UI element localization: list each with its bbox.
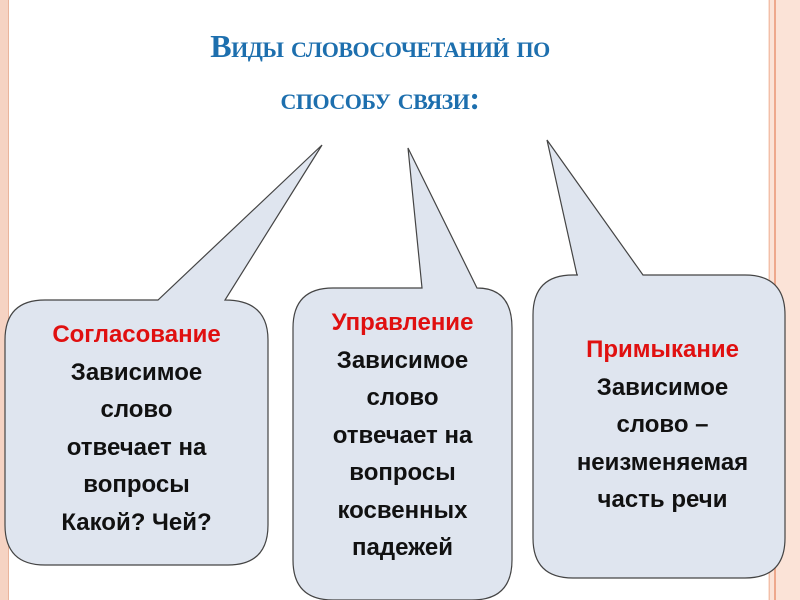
bubble-line: слово bbox=[100, 396, 173, 423]
bubble-line: Зависимое bbox=[70, 358, 203, 386]
bubble-line: падежей bbox=[352, 534, 453, 561]
bubble-line: неизменяемая bbox=[576, 448, 749, 476]
callout-bubble-3 bbox=[532, 139, 786, 579]
bubble-line: вопросы bbox=[83, 471, 190, 498]
bubble-heading: Примыкание bbox=[586, 336, 739, 363]
bubble-line: Зависимое bbox=[596, 373, 729, 401]
left-border bbox=[0, 0, 9, 600]
bubble-heading: Управление bbox=[331, 309, 474, 336]
bubble-line: вопросы bbox=[349, 459, 456, 486]
bubble-primykanie: Примыкание Зависимое слово – неизменяема… bbox=[540, 331, 785, 519]
bubble-line: отвечает на bbox=[66, 433, 207, 461]
callout-bubble-1 bbox=[4, 144, 323, 566]
title-line-1: Виды словосочетаний по bbox=[210, 28, 550, 64]
bubble-line: косвенных bbox=[337, 496, 468, 524]
bubble-line: отвечает на bbox=[332, 421, 473, 449]
bubble-upravlenie: Управление Зависимое слово отвечает на в… bbox=[293, 304, 512, 567]
bubble-line: Какой? Чей? bbox=[61, 508, 212, 536]
bubble-line: часть речи bbox=[597, 486, 728, 513]
title-line-2: способу связи: bbox=[280, 80, 480, 116]
bubble-heading: Согласование bbox=[52, 321, 221, 348]
bubble-soglasovanie: Согласование Зависимое слово отвечает на… bbox=[5, 316, 268, 541]
bubble-line: слово – bbox=[616, 411, 709, 438]
bubble-line: Зависимое bbox=[336, 346, 469, 374]
bubble-line: слово bbox=[366, 384, 439, 411]
